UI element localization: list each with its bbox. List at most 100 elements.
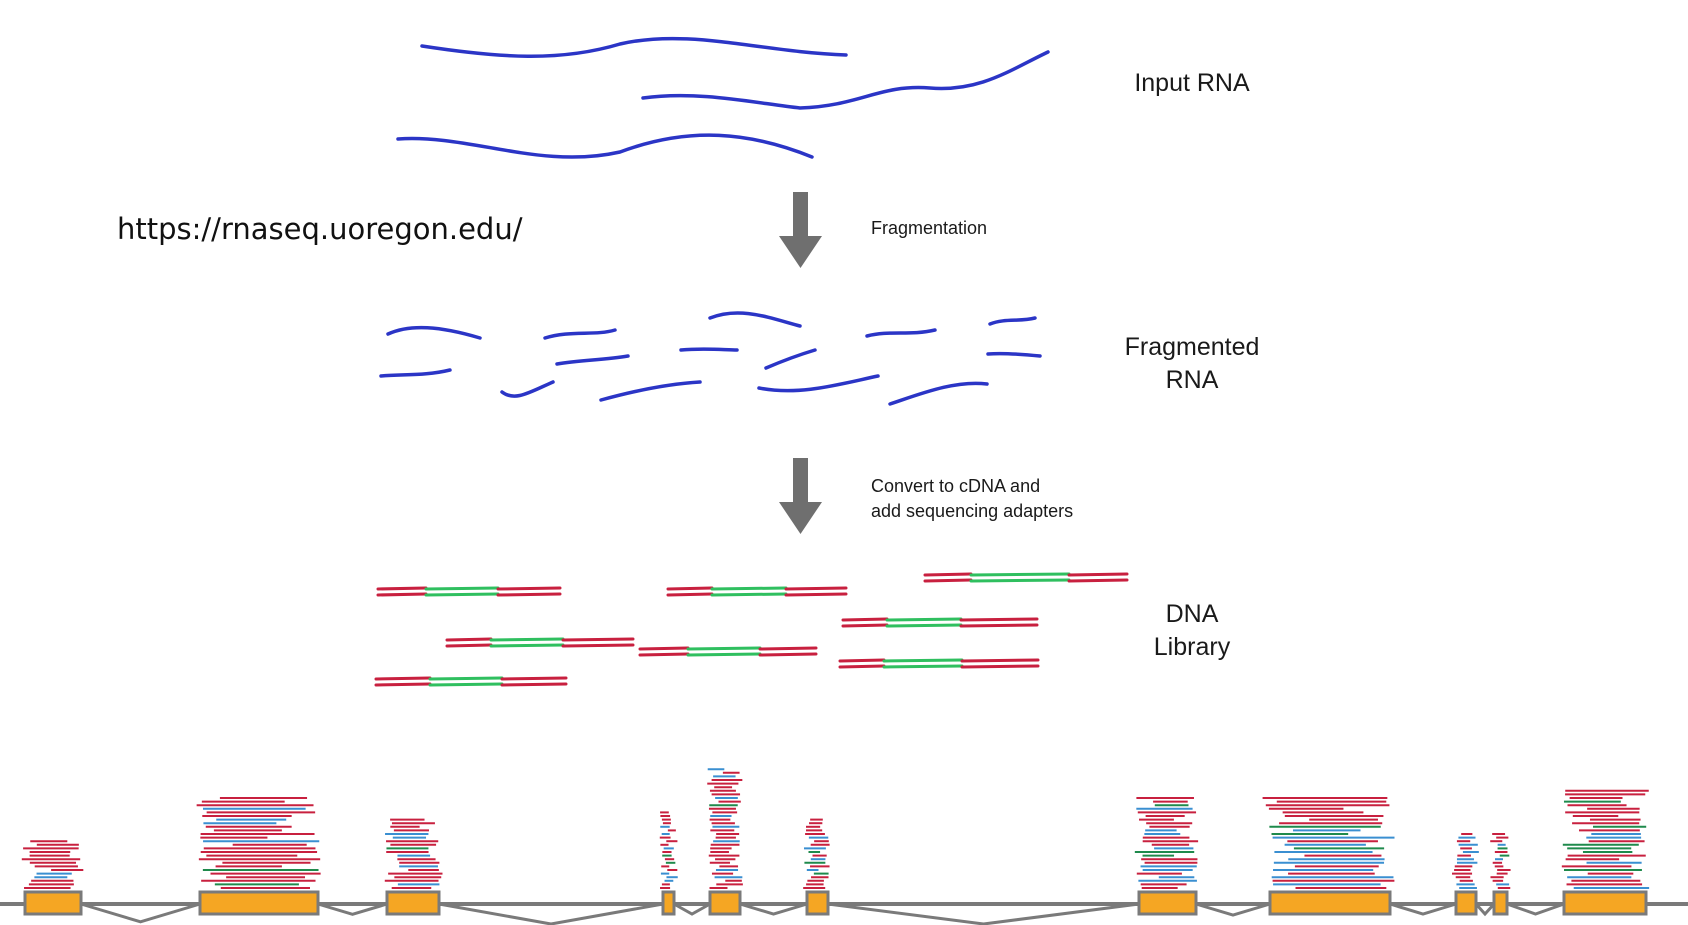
gene-model-track	[0, 890, 1688, 925]
splice-junction	[438, 902, 664, 925]
exon-box	[708, 890, 742, 916]
sequencing-adapter-strand	[500, 676, 568, 681]
sequencing-adapter-strand	[638, 652, 690, 657]
cdna-insert-strand	[686, 646, 762, 651]
rna-fragment	[764, 348, 817, 370]
exon-box	[1268, 890, 1392, 916]
convert-arrow	[779, 458, 822, 534]
splice-junction	[1474, 902, 1496, 917]
sequencing-adapter-strand	[959, 623, 1039, 628]
sequencing-adapter-strand	[923, 578, 973, 583]
sequencing-adapter-strand	[1067, 572, 1129, 577]
exon-box	[23, 890, 83, 916]
exon-box	[1562, 890, 1648, 916]
down-arrow-icon	[779, 192, 822, 268]
cdna-insert-strand	[710, 592, 788, 597]
sequencing-adapter-strand	[496, 586, 562, 591]
splice-junction	[739, 902, 808, 916]
sequencing-adapter-strand	[960, 658, 1040, 663]
cdna-insert-strand	[882, 658, 964, 663]
sequencing-adapter-strand	[959, 617, 1039, 622]
sequencing-adapter-strand	[561, 637, 635, 642]
cdna-insert-strand	[882, 664, 964, 669]
cdna-insert-strand	[686, 652, 762, 657]
splice-junction	[80, 902, 201, 924]
rna-fragment	[679, 347, 739, 352]
sequencing-adapter-strand	[500, 682, 568, 687]
dna-library-fragment	[923, 572, 1129, 583]
dna-library-fragment	[376, 586, 562, 597]
sequencing-adapter-strand	[784, 586, 848, 591]
exon-box	[1492, 890, 1509, 916]
splice-junction	[1389, 902, 1457, 916]
sequencing-adapter-strand	[841, 617, 889, 622]
cdna-insert-strand	[424, 592, 500, 597]
rna-fragment	[708, 311, 802, 328]
fragmentation-arrow	[779, 192, 822, 268]
rna-fragment	[865, 328, 937, 338]
rna-fragment	[386, 325, 482, 340]
sequencing-adapter-strand	[376, 586, 428, 591]
sequencing-adapter-strand	[960, 664, 1040, 669]
sequencing-adapter-strand	[758, 646, 818, 651]
exon-box	[1454, 890, 1478, 916]
sequencing-adapter-strand	[374, 676, 432, 681]
cdna-insert-strand	[489, 643, 565, 648]
sequencing-adapter-strand	[496, 592, 562, 597]
input-rna-strand	[420, 36, 848, 58]
step-label-convert: Convert to cDNA and	[871, 476, 1040, 496]
cdna-insert-strand	[885, 617, 963, 622]
sequencing-adapter-strand	[784, 592, 848, 597]
rna-fragment	[543, 328, 617, 340]
cdna-insert-strand	[424, 586, 500, 591]
dna-library-fragments	[374, 572, 1129, 687]
exon-box	[198, 890, 320, 916]
dna-library-fragment	[838, 658, 1040, 669]
dna-library-fragment	[841, 617, 1039, 628]
sequencing-adapter-strand	[841, 623, 889, 628]
exon-box	[661, 890, 676, 916]
sequencing-adapter-strand	[376, 592, 428, 597]
read-coverage	[21, 768, 1650, 889]
cdna-insert-strand	[428, 682, 504, 687]
rna-fragment	[379, 368, 452, 378]
stage-label-fragmented-rna: RNA	[1166, 366, 1219, 394]
step-label-adapters: add sequencing adapters	[871, 501, 1073, 521]
down-arrow-icon	[779, 458, 822, 534]
sequencing-adapter-strand	[374, 682, 432, 687]
exon-box	[385, 890, 441, 916]
sequencing-adapter-strand	[1067, 578, 1129, 583]
source-url: https://rnaseq.uoregon.edu/	[117, 212, 523, 246]
sequencing-adapter-strand	[666, 586, 714, 591]
splice-junction	[827, 902, 1140, 925]
sequencing-adapter-strand	[838, 658, 886, 663]
rna-fragment	[986, 351, 1042, 358]
cdna-insert-strand	[885, 623, 963, 628]
cdna-insert-strand	[969, 578, 1071, 583]
sequencing-adapter-strand	[758, 652, 818, 657]
exon-box	[1137, 890, 1198, 916]
sequencing-adapter-strand	[638, 646, 690, 651]
stage-label-dna: DNA	[1166, 600, 1219, 628]
rna-fragment	[599, 380, 702, 402]
splice-junction	[1195, 902, 1271, 917]
rna-fragment	[888, 381, 989, 406]
sequencing-adapter-strand	[445, 637, 493, 642]
cdna-insert-strand	[489, 637, 565, 642]
dna-library-fragment	[666, 586, 848, 597]
exon-box	[805, 890, 830, 916]
splice-junction	[1506, 902, 1565, 916]
dna-library-fragment	[445, 637, 635, 648]
cdna-insert-strand	[969, 572, 1071, 577]
sequencing-adapter-strand	[445, 643, 493, 648]
dna-library-fragment	[374, 676, 568, 687]
rna-fragment	[500, 380, 555, 398]
cdna-insert-strand	[710, 586, 788, 591]
fragmented-rna-strands	[379, 311, 1042, 406]
stage-label-input-rna: Input RNA	[1134, 69, 1250, 97]
dna-library-fragment	[638, 646, 818, 657]
sequencing-adapter-strand	[923, 572, 973, 577]
input-rna-strands	[396, 36, 1050, 159]
sequencing-adapter-strand	[561, 643, 635, 648]
splice-junction	[673, 902, 711, 916]
